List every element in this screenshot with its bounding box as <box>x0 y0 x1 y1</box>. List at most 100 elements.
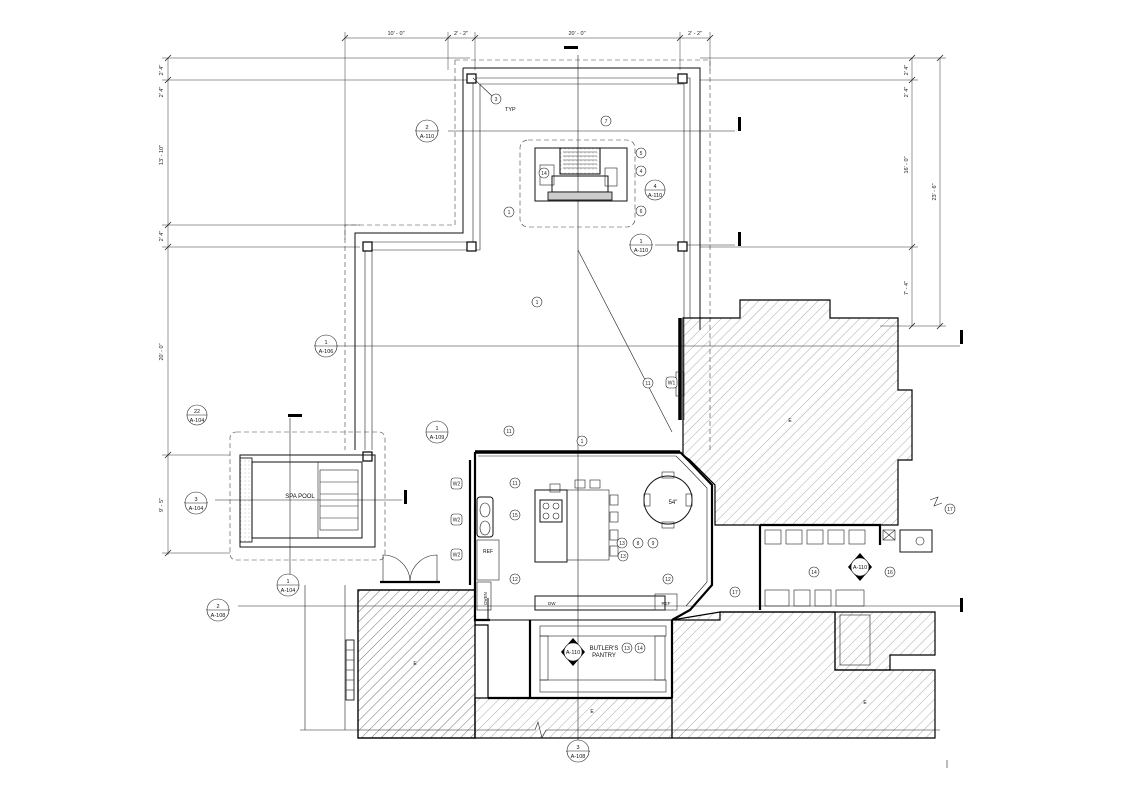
section-marker-1-a106[interactable]: 1 A-106 <box>314 334 338 358</box>
dw-label: DW <box>548 601 556 606</box>
svg-text:9: 9 <box>652 541 655 547</box>
section-marker-3-a108[interactable]: 3 A-108 <box>566 739 590 763</box>
keynote-tag: 13 <box>621 642 633 654</box>
svg-text:2: 2 <box>425 125 428 131</box>
keynote-tag: 13 <box>616 537 628 549</box>
section-marker-1-a109[interactable]: 1 A-109 <box>425 420 449 444</box>
exterior-stair <box>304 585 355 730</box>
svg-text:8: 8 <box>637 541 640 547</box>
svg-text:1: 1 <box>639 239 642 245</box>
oven-label: OVEN <box>483 592 488 605</box>
keynote-tag: 12 <box>509 573 521 585</box>
svg-text:W2: W2 <box>453 518 461 524</box>
section-marker-3-a104[interactable]: 3 A-104 <box>184 491 208 515</box>
cut-mark <box>960 598 963 612</box>
kitchen-walls <box>468 318 714 700</box>
svg-text:1: 1 <box>508 210 511 216</box>
kitchen-fixtures: 54" REF OVEN DW REF <box>380 371 693 611</box>
svg-text:1: 1 <box>536 300 539 306</box>
svg-text:12: 12 <box>665 577 671 583</box>
svg-text:1: 1 <box>581 439 584 445</box>
window-tag-w1: W1 <box>665 376 678 389</box>
section-marker-a110-6[interactable]: A-110 <box>848 553 872 581</box>
section-marker-1-a110[interactable]: 1 A-110 <box>629 233 653 257</box>
dim-left-5: 20' - 0" <box>159 343 165 360</box>
keynote-tag: 1 <box>531 296 543 308</box>
section-marker-a110-5[interactable]: A-110 <box>561 638 585 666</box>
svg-text:W2: W2 <box>453 482 461 488</box>
keynote-tag: 14 <box>808 566 820 578</box>
dim-top-3: 20' - 0" <box>568 31 585 37</box>
svg-text:5: 5 <box>640 151 643 157</box>
svg-text:14: 14 <box>637 646 643 652</box>
pavilion-outline <box>344 59 711 462</box>
svg-text:A-109: A-109 <box>430 435 445 441</box>
svg-text:A-104: A-104 <box>190 418 205 424</box>
dim-top-2: 2' - 2" <box>454 31 468 37</box>
svg-text:16: 16 <box>887 570 893 576</box>
cut-mark <box>738 232 741 246</box>
hatch-tag-bottom: E <box>590 709 594 715</box>
svg-text:A-106: A-106 <box>319 349 334 355</box>
svg-text:A-110: A-110 <box>420 134 434 140</box>
dim-left-1: 2' 4" <box>159 65 165 76</box>
keynote-tag: 11 <box>503 425 515 437</box>
dim-top-1: 10' - 0" <box>387 31 404 37</box>
svg-text:3: 3 <box>194 497 197 503</box>
svg-text:14: 14 <box>541 171 547 177</box>
window-tag-w2: W2 <box>450 548 463 561</box>
keynote-tag: 9 <box>647 537 659 549</box>
mudroom <box>758 523 933 666</box>
spa-pool-label: SPA POOL <box>285 494 315 500</box>
keynote-tag: 14 <box>634 642 646 654</box>
keynote-tags: 3 7 5 4 6 14 1 1 11 11 1 11 15 13 13 8 9… <box>472 77 956 654</box>
hatch-tag-right-lower: E <box>863 700 867 706</box>
svg-text:A-110: A-110 <box>853 565 867 571</box>
keynote-tag: 1 <box>576 435 588 447</box>
keynote-tag: 5 <box>635 147 647 159</box>
svg-text:A-110: A-110 <box>634 248 648 254</box>
svg-text:1: 1 <box>435 426 438 432</box>
window-tag-w2: W2 <box>450 477 463 490</box>
keynote-tag: 11 <box>509 477 521 489</box>
svg-text:3: 3 <box>495 97 498 103</box>
keynote-tag: 17 <box>729 586 741 598</box>
keynote-tag: 15 <box>509 509 521 521</box>
cut-mark <box>960 330 963 344</box>
section-marker-22-a104[interactable]: 22 A-104 <box>186 404 208 426</box>
svg-text:17: 17 <box>732 590 738 596</box>
svg-text:11: 11 <box>506 429 511 435</box>
svg-text:11: 11 <box>512 481 517 487</box>
keynote-tag: 3 <box>490 93 502 105</box>
ref-label: REF <box>483 549 493 555</box>
cut-mark <box>404 490 407 504</box>
section-marker-2-a108[interactable]: 2 A-108 <box>206 598 230 622</box>
dim-left-2: 2' 4" <box>159 87 165 98</box>
dim-left-4: 2' 4" <box>159 231 165 242</box>
keynote-tag: 8 <box>632 537 644 549</box>
keynote-tag: 1 <box>503 206 515 218</box>
svg-text:A-104: A-104 <box>281 588 296 594</box>
section-marker-4-a110[interactable]: 4 A-110 <box>644 179 666 201</box>
top-dimension-string: 10' - 0" 2' - 2" 20' - 0" 2' - 2" <box>341 31 714 240</box>
svg-text:17: 17 <box>947 507 953 513</box>
dim-right-5: 7' - 4" <box>904 281 910 295</box>
ref2-label: REF <box>662 601 671 606</box>
spa-pool: SPA POOL <box>229 431 386 561</box>
section-marker-1-a104[interactable]: 1 A-104 <box>276 573 300 597</box>
keynote-tag: 13 <box>617 550 629 562</box>
dim-top-4: 2' - 2" <box>688 31 702 37</box>
outdoor-fireplace <box>519 139 636 228</box>
window-tags: W1 W2 W2 W2 <box>450 376 678 561</box>
svg-text:13: 13 <box>620 554 626 560</box>
svg-text:4: 4 <box>640 169 643 175</box>
cut-mark <box>288 414 302 417</box>
section-marker-2-a110[interactable]: 2 A-110 <box>415 119 439 143</box>
dim-right-1: 2' 4" <box>904 65 910 76</box>
svg-text:11: 11 <box>645 381 650 387</box>
keynote-tag: 14 <box>538 167 550 179</box>
keynote-tag: 16 <box>884 566 896 578</box>
